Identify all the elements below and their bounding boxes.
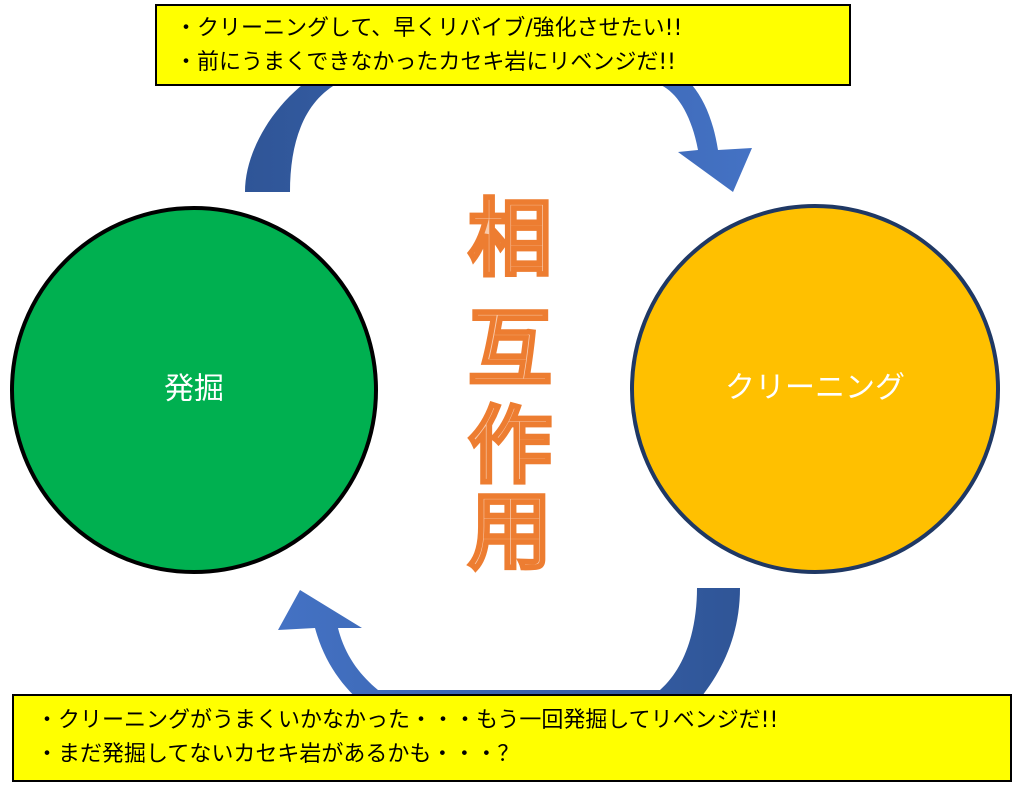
top-note-line: ・クリーニングして、早くリバイブ/強化させたい!! bbox=[175, 16, 683, 41]
center-char-1: 相 bbox=[468, 190, 552, 288]
cleaning-label: クリーニング bbox=[725, 371, 905, 406]
excavation-circle bbox=[10, 206, 378, 574]
top-note-box: ・クリーニングして、早くリバイブ/強化させたい!! ・前にうまくできなかったカセ… bbox=[155, 4, 851, 86]
cleaning-node: クリーニング bbox=[630, 204, 1000, 574]
excavation-label: 発掘 bbox=[164, 372, 224, 407]
cleaning-circle bbox=[630, 204, 1000, 574]
top-note-line: ・前にうまくできなかったカセキ岩にリベンジだ!! bbox=[175, 50, 676, 75]
bottom-note-line: ・まだ発掘してないカセキ岩があるかも・・・？ bbox=[36, 742, 520, 767]
bottom-curved-arrow-icon bbox=[278, 588, 740, 710]
bottom-note-box: ・クリーニングがうまくいかなかった・・・もう一回発掘してリベンジだ!! ・まだ発… bbox=[12, 694, 1012, 782]
center-char-2: 互 bbox=[468, 300, 552, 398]
center-char-3: 作 bbox=[468, 397, 552, 495]
interaction-title: 相 互 作 用 bbox=[466, 188, 553, 582]
excavation-node: 発掘 bbox=[10, 206, 378, 574]
bottom-note-line: ・クリーニングがうまくいかなかった・・・もう一回発掘してリベンジだ!! bbox=[36, 708, 779, 733]
center-char-4: 用 bbox=[468, 483, 552, 581]
